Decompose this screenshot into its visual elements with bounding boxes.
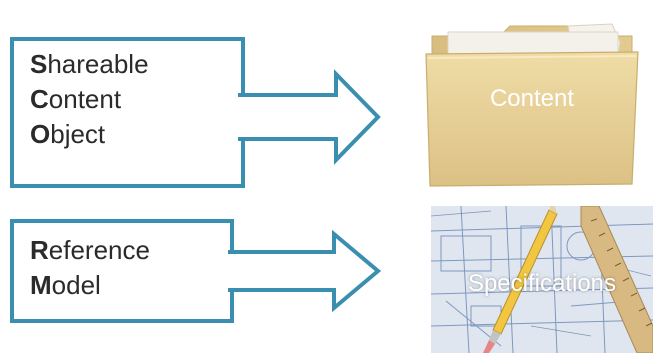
blueprint-icon [431,206,653,353]
initial-letter: M [30,270,52,300]
sco-box: Shareable Content Object [10,37,245,188]
line-rest: odel [51,270,101,300]
line-rest: bject [50,119,106,149]
rm-line-reference: Reference [30,233,230,268]
reference-model-box: Reference Model [10,219,234,323]
content-label: Content [489,85,575,112]
rm-line-model: Model [30,268,230,303]
specifications-label: Specifications [467,270,617,297]
initial-letter: S [30,49,48,79]
line-rest: eference [48,235,150,265]
folder-icon [425,23,639,187]
line-rest: ontent [48,84,122,114]
initial-letter: O [30,119,51,149]
right-arrow-icon [228,229,382,313]
right-arrow-icon [238,69,381,165]
line-rest: hareable [47,49,149,79]
sco-line-content: Content [30,82,241,117]
initial-letter: C [30,84,49,114]
sco-line-object: Object [30,117,241,152]
sco-line-shareable: Shareable [30,47,241,82]
initial-letter: R [30,235,49,265]
